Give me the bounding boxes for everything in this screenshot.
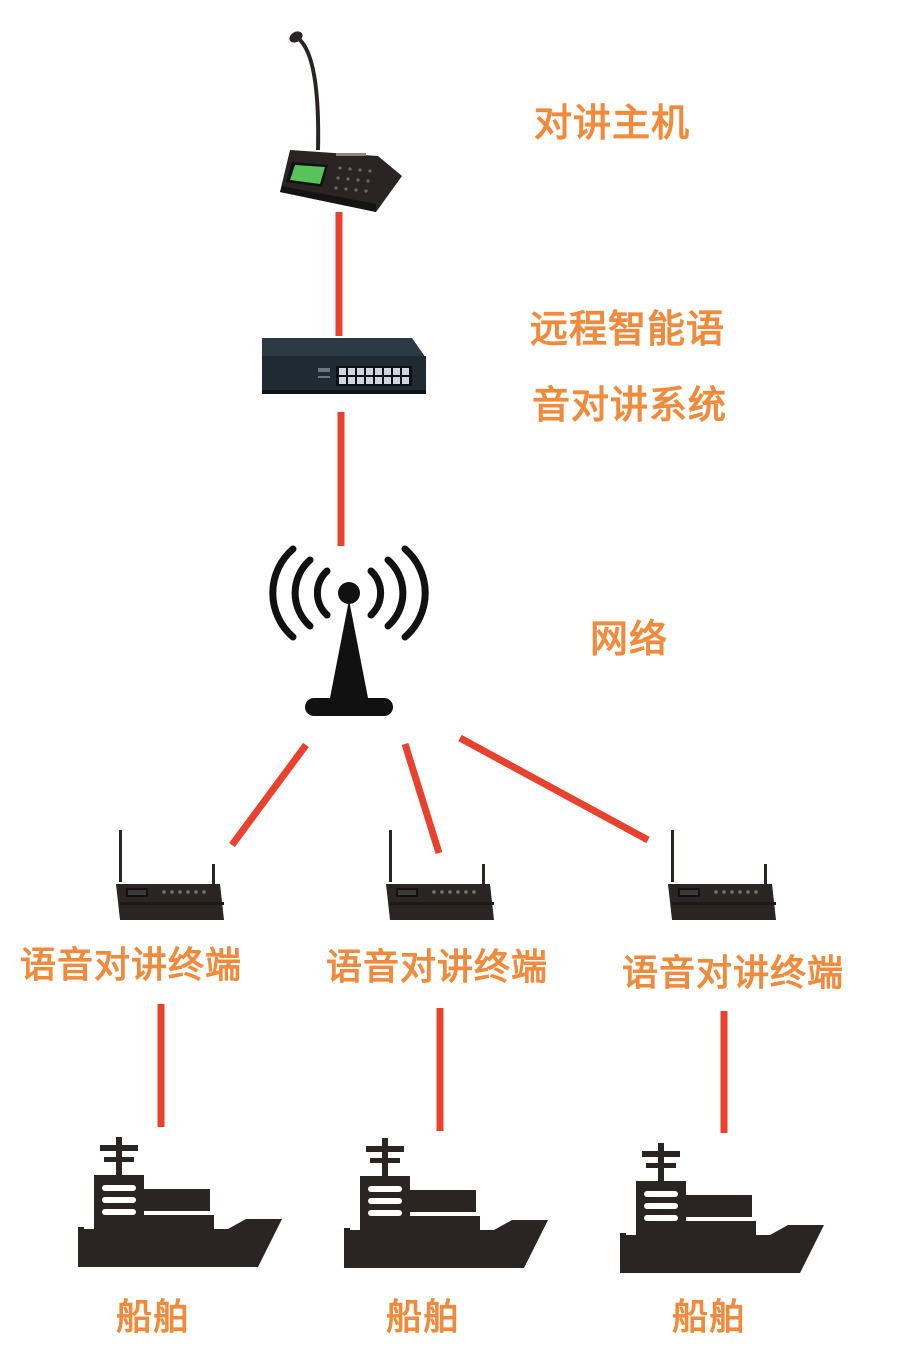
network-switch-icon [262, 338, 426, 394]
terminal-label-2: 语音对讲终端 [326, 947, 549, 988]
ship-label-2: 船舶 [386, 1297, 461, 1338]
cargo-ship-icon [620, 1143, 824, 1273]
system-label-line2: 音对讲系统 [532, 383, 728, 427]
connector-tower-terminal-2 [401, 742, 443, 855]
radio-terminal-icon [386, 830, 494, 920]
ship-label-3: 船舶 [672, 1297, 747, 1338]
radio-terminal-icon [116, 830, 224, 920]
radio-terminal-icon [668, 830, 776, 920]
terminal-label-1: 语音对讲终端 [20, 945, 243, 986]
cargo-ship-icon [344, 1138, 548, 1268]
terminal-label-3: 语音对讲终端 [622, 953, 845, 994]
network-label: 网络 [590, 617, 669, 661]
connectors [157, 212, 728, 1133]
cargo-ship-icon [78, 1137, 282, 1267]
intercom-console-icon [280, 31, 402, 212]
ship-label-1: 船舶 [116, 1297, 191, 1338]
antenna-tower-icon [269, 545, 429, 716]
system-label-line1: 远程智能语 [530, 307, 726, 351]
host-label: 对讲主机 [534, 101, 691, 145]
connector-tower-terminal-1 [229, 742, 309, 848]
connector-tower-terminal-3 [458, 734, 650, 844]
